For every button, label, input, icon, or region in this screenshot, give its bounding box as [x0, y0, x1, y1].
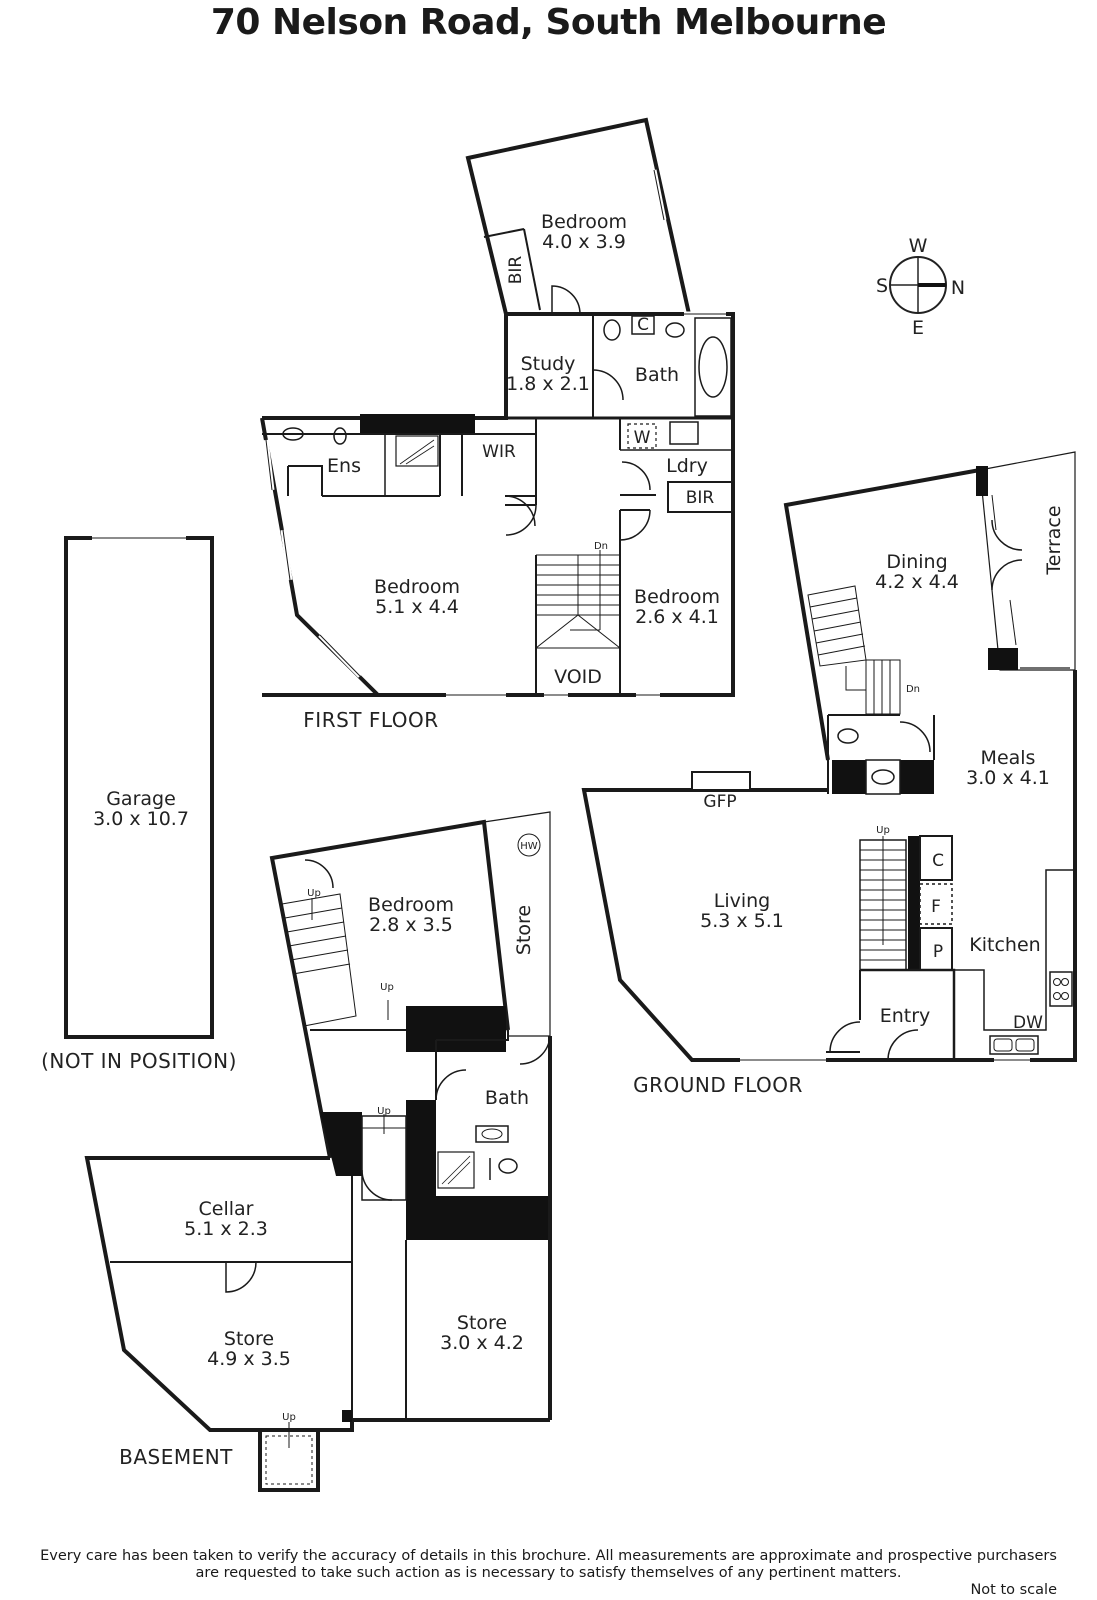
room-label: VOID: [554, 666, 602, 688]
room-dims: 5.1 x 4.4: [375, 596, 459, 618]
room-label: Ens: [327, 455, 361, 477]
first-floor: [260, 117, 735, 698]
floor-label: FIRST FLOOR: [303, 708, 438, 732]
ground-floor-labels: Dining 4.2 x 4.4 Terrace Dn Meals 3.0 x …: [633, 505, 1065, 1097]
room-label: Bedroom: [634, 586, 720, 608]
stair-label: Up: [377, 1106, 391, 1117]
fixture-label: C: [637, 315, 649, 335]
compass-n: N: [951, 277, 965, 299]
room-label: Dining: [886, 551, 947, 573]
room-dims: 3.0 x 10.7: [93, 808, 189, 830]
room-dims: 2.8 x 3.5: [369, 914, 453, 936]
first-floor-labels: Bedroom 4.0 x 3.9 BIR Study 1.8 x 2.1 Ba…: [303, 211, 720, 732]
room-label: Meals: [981, 747, 1036, 769]
room-label: Bedroom: [374, 576, 460, 598]
room-label: Cellar: [199, 1198, 254, 1220]
room-label: Store: [457, 1312, 507, 1334]
basement-labels: Bedroom 2.8 x 3.5 HW Store Up Up Up Bath…: [119, 841, 538, 1469]
room-label: Store: [513, 905, 535, 955]
disclaimer-line-2: are requested to take such action as is …: [195, 1565, 902, 1581]
room-dims: 3.0 x 4.1: [966, 767, 1050, 789]
page-title: 70 Nelson Road, South Melbourne: [210, 2, 887, 43]
room-label: Study: [521, 353, 576, 375]
room-label: Ldry: [666, 455, 708, 477]
room-dims: 1.8 x 2.1: [506, 373, 590, 395]
compass: W S N E: [876, 235, 965, 339]
stair-label: Up: [282, 1412, 296, 1423]
fixture-label: C: [932, 851, 944, 871]
basement: [84, 811, 552, 1492]
stair-label: Up: [307, 888, 321, 899]
room-dims: 3.0 x 4.2: [440, 1332, 524, 1354]
stair-label: Dn: [594, 541, 608, 552]
compass-s: S: [876, 275, 888, 297]
fixture-label: DW: [1013, 1013, 1043, 1033]
compass-e: E: [912, 317, 924, 339]
room-label: Entry: [880, 1005, 931, 1027]
stair-label: Up: [876, 825, 890, 836]
room-label: Bath: [485, 1087, 529, 1109]
room-dims: 2.6 x 4.1: [635, 606, 719, 628]
fixture-label: HW: [520, 841, 538, 852]
fixture-label: W: [634, 428, 651, 448]
room-label: Bath: [635, 364, 679, 386]
disclaimer: Every care has been taken to verify the …: [0, 1548, 1097, 1582]
fixture-label: F: [931, 897, 941, 917]
room-label: BIR: [506, 256, 526, 285]
room-label: Bedroom: [541, 211, 627, 233]
fixture-label: GFP: [703, 792, 736, 812]
room-label: Bedroom: [368, 894, 454, 916]
floor-label: GROUND FLOOR: [633, 1073, 803, 1097]
compass-w: W: [909, 235, 928, 257]
stair-label: Up: [380, 982, 394, 993]
room-dims: 4.2 x 4.4: [875, 571, 959, 593]
room-label: Terrace: [1043, 505, 1065, 575]
room-label: Living: [714, 890, 771, 912]
room-dims: 5.1 x 2.3: [184, 1218, 268, 1240]
ground-floor: [581, 451, 1077, 1063]
room-dims: 4.9 x 3.5: [207, 1348, 291, 1370]
disclaimer-line-1: Every care has been taken to verify the …: [40, 1548, 1057, 1564]
room-label: WIR: [482, 442, 516, 462]
garage: [64, 535, 214, 1039]
room-dims: 4.0 x 3.9: [542, 231, 626, 253]
stair-label: Dn: [906, 684, 920, 695]
room-label: BIR: [686, 488, 715, 508]
fixture-label: P: [933, 942, 943, 962]
garage-note: (NOT IN POSITION): [41, 1049, 237, 1073]
room-label: Garage: [106, 788, 176, 810]
not-to-scale-note: Not to scale: [970, 1582, 1057, 1598]
room-label: Store: [224, 1328, 274, 1350]
room-label: Kitchen: [969, 934, 1040, 956]
floor-label: BASEMENT: [119, 1445, 233, 1469]
room-dims: 5.3 x 5.1: [700, 910, 784, 932]
